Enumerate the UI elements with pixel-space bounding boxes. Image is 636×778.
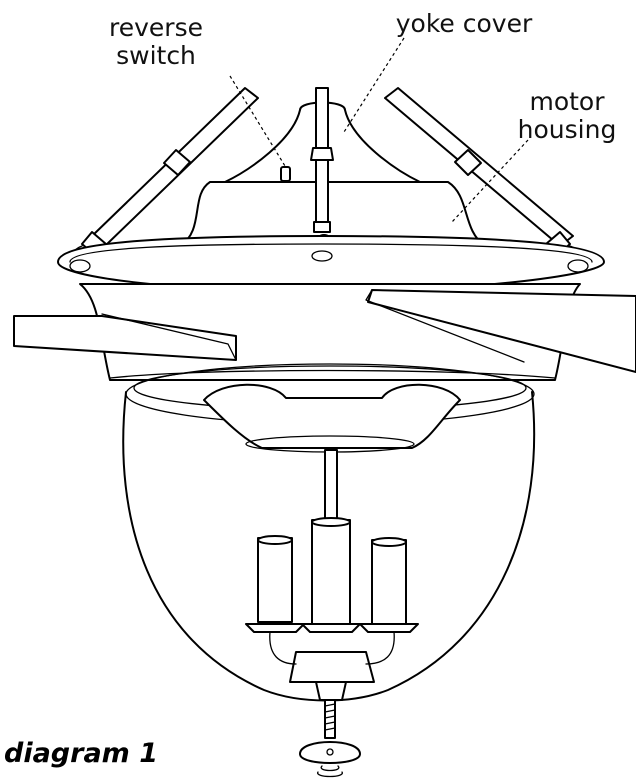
blade-left xyxy=(13,315,237,361)
label-motor-housing: motor housing xyxy=(517,87,617,144)
reverse-switch xyxy=(280,166,291,182)
finial xyxy=(299,699,361,778)
label-yoke-cover: yoke cover xyxy=(395,9,533,38)
light-kit-cap xyxy=(203,383,461,449)
candle-light-left xyxy=(257,535,293,623)
blade-right xyxy=(367,289,636,373)
chandelier-body xyxy=(289,651,375,683)
label-reverse-switch: reverse switch xyxy=(109,13,203,70)
candle-light-center xyxy=(311,517,351,627)
diagram-caption: diagram 1 xyxy=(4,738,158,769)
leader-motor-housing xyxy=(451,139,529,223)
candle-cups xyxy=(245,623,419,633)
leader-yoke-cover xyxy=(343,37,405,133)
candle-light-right xyxy=(371,537,407,625)
blade-ring xyxy=(57,235,605,293)
chandelier-stem xyxy=(324,449,338,523)
